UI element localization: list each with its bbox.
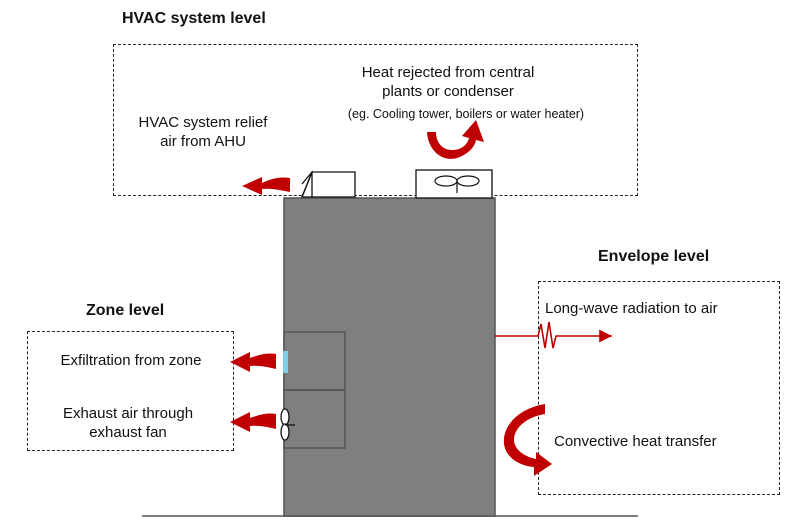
zone-window	[283, 351, 288, 373]
envelope-level-title: Envelope level	[598, 248, 710, 265]
heat-rejected-note: (eg. Cooling tower, boilers or water hea…	[347, 107, 585, 121]
exfiltration-label: Exfiltration from zone	[60, 352, 202, 369]
relief-air-label-line1: HVAC system relief	[138, 114, 268, 131]
condenser-unit-icon	[415, 169, 493, 199]
exhaust-fan-icon	[280, 408, 295, 441]
relief-air-label-line2: air from AHU	[160, 133, 246, 150]
exhaust-label-line1: Exhaust air through	[62, 405, 194, 422]
exhaust-label: Exhaust air through exhaust fan	[40, 404, 216, 442]
relief-air-arrow	[242, 177, 290, 195]
zone-level-box	[27, 331, 234, 451]
longwave-radiation-label: Long-wave radiation to air	[545, 300, 718, 317]
exhaust-label-line2: exhaust fan	[89, 424, 167, 441]
hvac-level-box	[113, 44, 638, 196]
heat-rejected-label: Heat rejected from central plants or con…	[318, 63, 578, 101]
exhaust-arrow	[230, 412, 276, 432]
convective-heat-arrow	[503, 404, 552, 476]
building	[283, 197, 496, 517]
heat-rejected-arrow	[427, 120, 484, 159]
heat-rejected-line1: Heat rejected from central	[361, 64, 535, 81]
zone-level-title: Zone level	[86, 302, 165, 319]
envelope-level-box	[538, 281, 780, 495]
convective-heat-label: Convective heat transfer	[554, 433, 717, 450]
relief-air-label: HVAC system relief air from AHU	[118, 113, 288, 151]
heat-rejected-line2: plants or condenser	[382, 83, 514, 100]
ahu-unit-icon	[301, 170, 356, 198]
hvac-level-title: HVAC system level	[122, 10, 266, 27]
exfiltration-arrow	[230, 352, 276, 372]
longwave-radiation-arrow	[495, 321, 612, 349]
